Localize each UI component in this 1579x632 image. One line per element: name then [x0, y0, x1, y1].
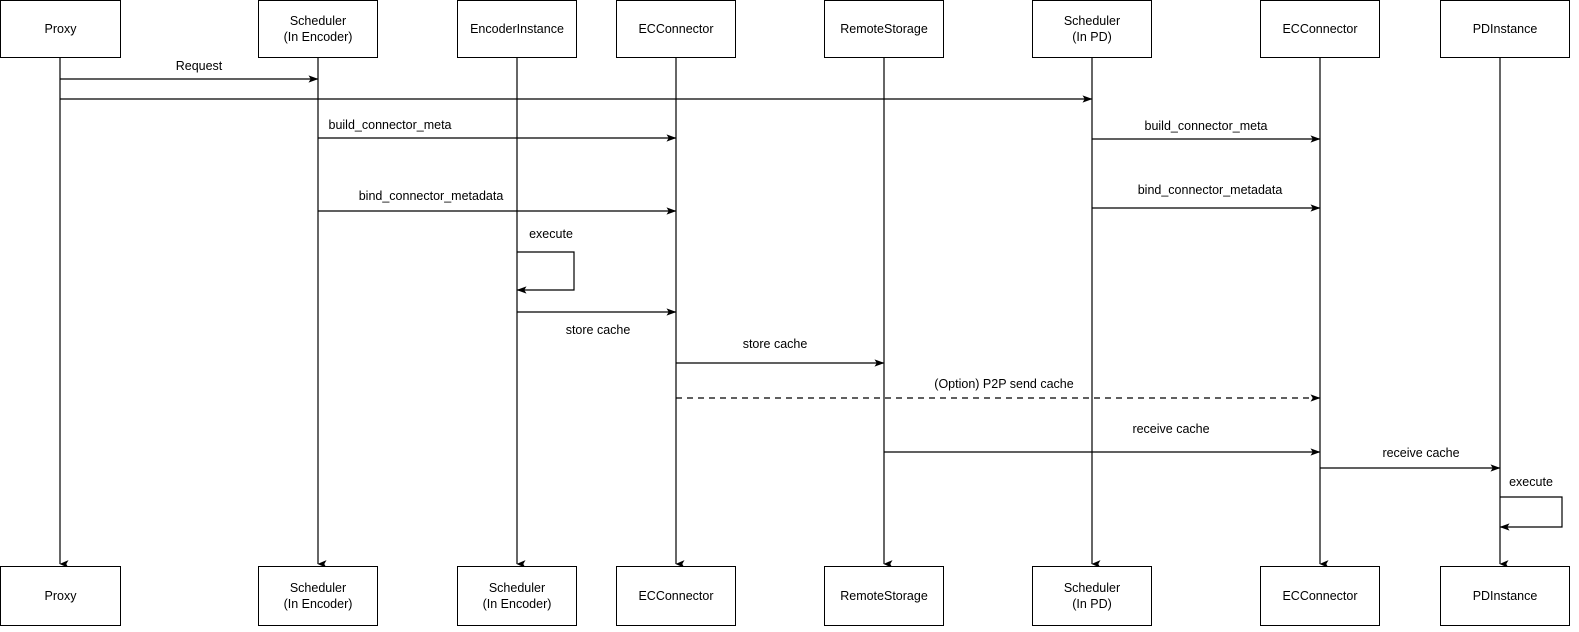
participant-box-ecconnector-enc-top[interactable]: ECConnector [616, 0, 736, 58]
participant-label-line1: RemoteStorage [840, 22, 928, 36]
participant-label-line1: ECConnector [1282, 22, 1358, 36]
message-label-m3: build_connector_meta [328, 118, 452, 132]
participant-box-ecconnector-pd-bottom[interactable]: ECConnector [1260, 566, 1380, 626]
participant-label-line1: Proxy [44, 22, 77, 36]
participant-label-line1: PDInstance [1472, 589, 1538, 603]
message-label-m1: Request [175, 59, 223, 73]
participant-box-remotestorage-bottom[interactable]: RemoteStorage [824, 566, 944, 626]
participant-label-line1: RemoteStorage [840, 589, 928, 603]
self-message-label-s1: execute [529, 227, 573, 241]
participant-label-line1: Proxy [44, 589, 77, 603]
participant-label-line1: Scheduler [488, 581, 546, 595]
message-label-m9: (Option) P2P send cache [934, 377, 1074, 391]
message-label-m8: store cache [742, 337, 808, 351]
participant-label-line1: Scheduler [289, 14, 347, 28]
participant-label-line1: ECConnector [1282, 589, 1358, 603]
participant-label-line2: (In Encoder) [482, 597, 552, 611]
participant-box-remotestorage-top[interactable]: RemoteStorage [824, 0, 944, 58]
lifelines [59, 58, 1509, 568]
message-arrows [60, 75, 1501, 472]
participant-box-ecconnector-enc-bottom[interactable]: ECConnector [616, 566, 736, 626]
participant-label-line1: Scheduler [1063, 14, 1121, 28]
participant-box-scheduler-enc-top[interactable]: Scheduler (In Encoder) [258, 0, 378, 58]
participant-box-proxy-bottom[interactable]: Proxy [0, 566, 121, 626]
participant-label-line1: EncoderInstance [470, 22, 564, 36]
participant-box-scheduler-pd-bottom[interactable]: Scheduler (In PD) [1032, 566, 1152, 626]
participant-box-ecconnector-pd-top[interactable]: ECConnector [1260, 0, 1380, 58]
participant-label-line1: PDInstance [1472, 22, 1538, 36]
message-label-m10: receive cache [1132, 422, 1210, 436]
participant-label-line2: (In Encoder) [283, 597, 353, 611]
participant-box-encoderinstance-top[interactable]: EncoderInstance [457, 0, 577, 58]
message-label-m4: build_connector_meta [1144, 119, 1268, 133]
participant-label-line1: Scheduler [289, 581, 347, 595]
participant-label-line2: (In PD) [1072, 30, 1112, 44]
participant-box-encoderinstance-bottom[interactable]: Scheduler (In Encoder) [457, 566, 577, 626]
message-label-m6: bind_connector_metadata [1137, 183, 1283, 197]
participant-box-scheduler-pd-top[interactable]: Scheduler (In PD) [1032, 0, 1152, 58]
participant-box-pdinstance-top[interactable]: PDInstance [1440, 0, 1570, 58]
self-message-loops [516, 251, 1563, 531]
message-label-m7: store cache [565, 323, 631, 337]
participant-box-proxy-top[interactable]: Proxy [0, 0, 121, 58]
participant-label-line2: (In Encoder) [283, 30, 353, 44]
participant-box-scheduler-enc-bottom[interactable]: Scheduler (In Encoder) [258, 566, 378, 626]
self-message-loop-s1 [516, 251, 575, 294]
self-message-label-s2: execute [1509, 475, 1553, 489]
participant-label-line1: ECConnector [638, 22, 714, 36]
participant-label-line2: (In PD) [1072, 597, 1112, 611]
participant-box-pdinstance-bottom[interactable]: PDInstance [1440, 566, 1570, 626]
message-label-m11: receive cache [1382, 446, 1460, 460]
participant-label-line1: ECConnector [638, 589, 714, 603]
message-label-m5: bind_connector_metadata [358, 189, 504, 203]
participant-label-line1: Scheduler [1063, 581, 1121, 595]
self-message-loop-s2 [1499, 496, 1563, 531]
